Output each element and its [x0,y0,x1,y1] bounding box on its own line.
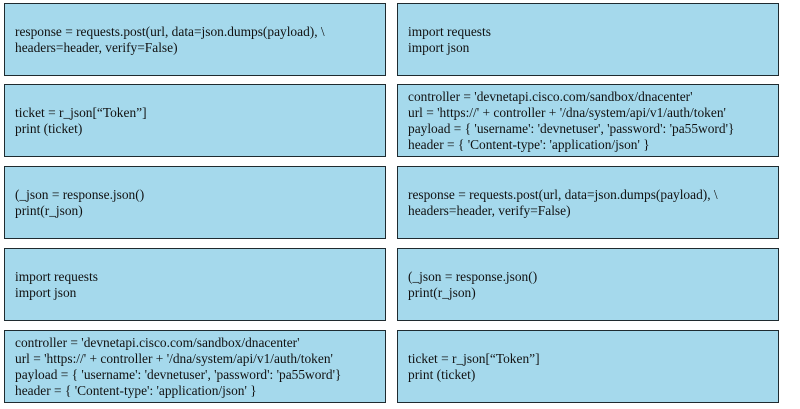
answer-slot-3[interactable]: response = requests.post(url, data=json.… [397,166,779,239]
code-text: controller = 'devnetapi.cisco.com/sandbo… [15,334,342,398]
code-text: (_json = response.json() print(r_json) [15,186,145,218]
code-text: (_json = response.json() print(r_json) [408,268,538,300]
draggable-code-block-left-1[interactable]: response = requests.post(url, data=json.… [4,3,386,76]
draggable-code-block-left-4[interactable]: import requests import json [4,248,386,321]
answer-slot-2[interactable]: controller = 'devnetapi.cisco.com/sandbo… [397,84,779,157]
answer-slot-4[interactable]: (_json = response.json() print(r_json) [397,248,779,321]
code-text: ticket = r_json[“Token”] print (ticket) [15,104,147,136]
draggable-code-block-left-2[interactable]: ticket = r_json[“Token”] print (ticket) [4,84,386,157]
code-text: import requests import json [15,268,98,300]
code-text: controller = 'devnetapi.cisco.com/sandbo… [408,88,735,152]
code-text: ticket = r_json[“Token”] print (ticket) [408,350,540,382]
draggable-code-block-left-5[interactable]: controller = 'devnetapi.cisco.com/sandbo… [4,330,386,403]
code-text: response = requests.post(url, data=json.… [408,186,718,218]
code-text: import requests import json [408,23,491,55]
code-text: response = requests.post(url, data=json.… [15,23,325,55]
answer-slot-5[interactable]: ticket = r_json[“Token”] print (ticket) [397,330,779,403]
answer-slot-1[interactable]: import requests import json [397,3,779,76]
draggable-code-block-left-3[interactable]: (_json = response.json() print(r_json) [4,166,386,239]
